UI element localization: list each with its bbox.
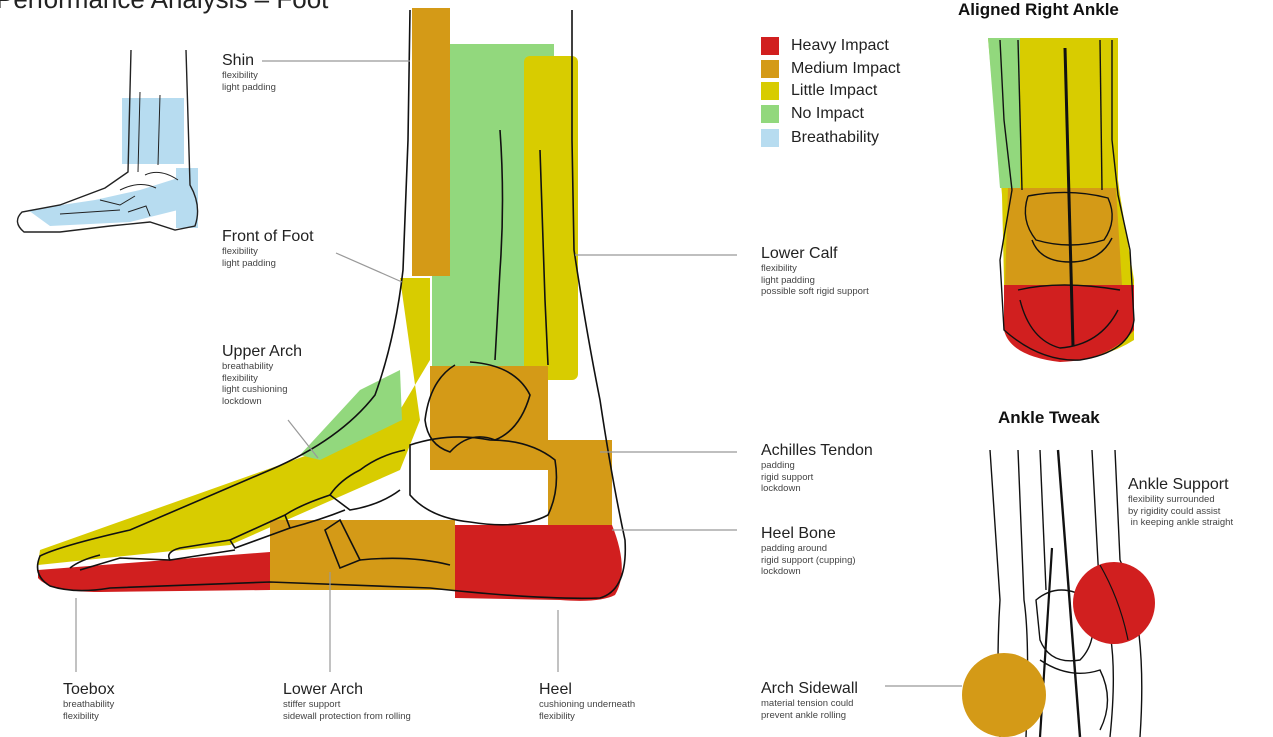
legend-label: Medium Impact — [791, 60, 900, 78]
label-line: padding — [761, 460, 873, 472]
label-line: rigid support — [761, 472, 873, 484]
legend-swatch-breathability — [761, 129, 779, 147]
legend-item-breathability: Breathability — [761, 127, 900, 150]
label-achilles-tendon: Achilles Tendon padding rigid support lo… — [761, 441, 873, 495]
label-line: light cushioning — [222, 384, 302, 396]
legend-swatch-heavy — [761, 37, 779, 55]
label-title: Shin — [222, 51, 276, 70]
label-line: possible soft rigid support — [761, 286, 869, 298]
aligned-ankle-title: Aligned Right Ankle — [958, 0, 1119, 20]
label-front-of-foot: Front of Foot flexibility light padding — [222, 227, 314, 269]
label-line: material tension could — [761, 698, 858, 710]
label-title: Upper Arch — [222, 342, 302, 361]
ankle-tweak-title: Ankle Tweak — [998, 408, 1100, 428]
label-line: breathability — [222, 361, 302, 373]
label-line: flexibility — [63, 711, 115, 723]
label-title: Heel — [539, 680, 635, 699]
label-line: flexibility — [222, 246, 314, 258]
label-line: in keeping ankle straight — [1128, 517, 1233, 529]
label-line: breathability — [63, 699, 115, 711]
thumbnail-foot — [17, 50, 198, 232]
label-line: stiffer support — [283, 699, 411, 711]
label-line: flexibility — [761, 263, 869, 275]
label-toebox: Toebox breathability flexibility — [63, 680, 115, 722]
label-line: light padding — [222, 82, 276, 94]
legend-swatch-none — [761, 105, 779, 123]
ankle-tweak-figure — [962, 450, 1155, 737]
legend-label: Heavy Impact — [791, 37, 889, 55]
legend: Heavy Impact Medium Impact Little Impact… — [761, 35, 900, 150]
label-line: light padding — [761, 275, 869, 287]
label-line: flexibility — [539, 711, 635, 723]
label-title: Ankle Support — [1128, 475, 1233, 494]
label-title: Lower Calf — [761, 244, 869, 263]
label-title: Lower Arch — [283, 680, 411, 699]
label-upper-arch: Upper Arch breathability flexibility lig… — [222, 342, 302, 407]
label-line: rigid support (cupping) — [761, 555, 856, 567]
label-shin: Shin flexibility light padding — [222, 51, 276, 93]
label-lower-calf: Lower Calf flexibility light padding pos… — [761, 244, 869, 298]
label-line: lockdown — [761, 483, 873, 495]
page-title: Performance Analysis – Foot — [0, 0, 328, 15]
label-lower-arch: Lower Arch stiffer support sidewall prot… — [283, 680, 411, 722]
label-line: lockdown — [222, 396, 302, 408]
foot-zones — [38, 8, 622, 601]
legend-swatch-little — [761, 82, 779, 100]
legend-item-medium: Medium Impact — [761, 58, 900, 81]
legend-label: No Impact — [791, 105, 864, 123]
label-title: Front of Foot — [222, 227, 314, 246]
label-line: prevent ankle rolling — [761, 710, 858, 722]
label-line: by rigidity could assist — [1128, 506, 1233, 518]
aligned-ankle-figure — [988, 38, 1134, 362]
label-title: Heel Bone — [761, 524, 856, 543]
label-title: Achilles Tendon — [761, 441, 873, 460]
legend-item-little: Little Impact — [761, 80, 900, 103]
label-line: light padding — [222, 258, 314, 270]
legend-label: Little Impact — [791, 82, 877, 100]
label-title: Toebox — [63, 680, 115, 699]
label-line: sidewall protection from rolling — [283, 711, 411, 723]
label-line: flexibility surrounded — [1128, 494, 1233, 506]
label-heel-bone: Heel Bone padding around rigid support (… — [761, 524, 856, 578]
legend-label: Breathability — [791, 129, 879, 147]
label-line: cushioning underneath — [539, 699, 635, 711]
label-title: Arch Sidewall — [761, 679, 858, 698]
legend-swatch-medium — [761, 60, 779, 78]
legend-item-heavy: Heavy Impact — [761, 35, 900, 58]
label-line: flexibility — [222, 70, 276, 82]
legend-item-none: No Impact — [761, 103, 900, 126]
label-line: padding around — [761, 543, 856, 555]
label-line: flexibility — [222, 373, 302, 385]
label-ankle-support: Ankle Support flexibility surrounded by … — [1128, 475, 1233, 529]
label-heel: Heel cushioning underneath flexibility — [539, 680, 635, 722]
label-arch-sidewall: Arch Sidewall material tension could pre… — [761, 679, 858, 721]
label-line: lockdown — [761, 566, 856, 578]
